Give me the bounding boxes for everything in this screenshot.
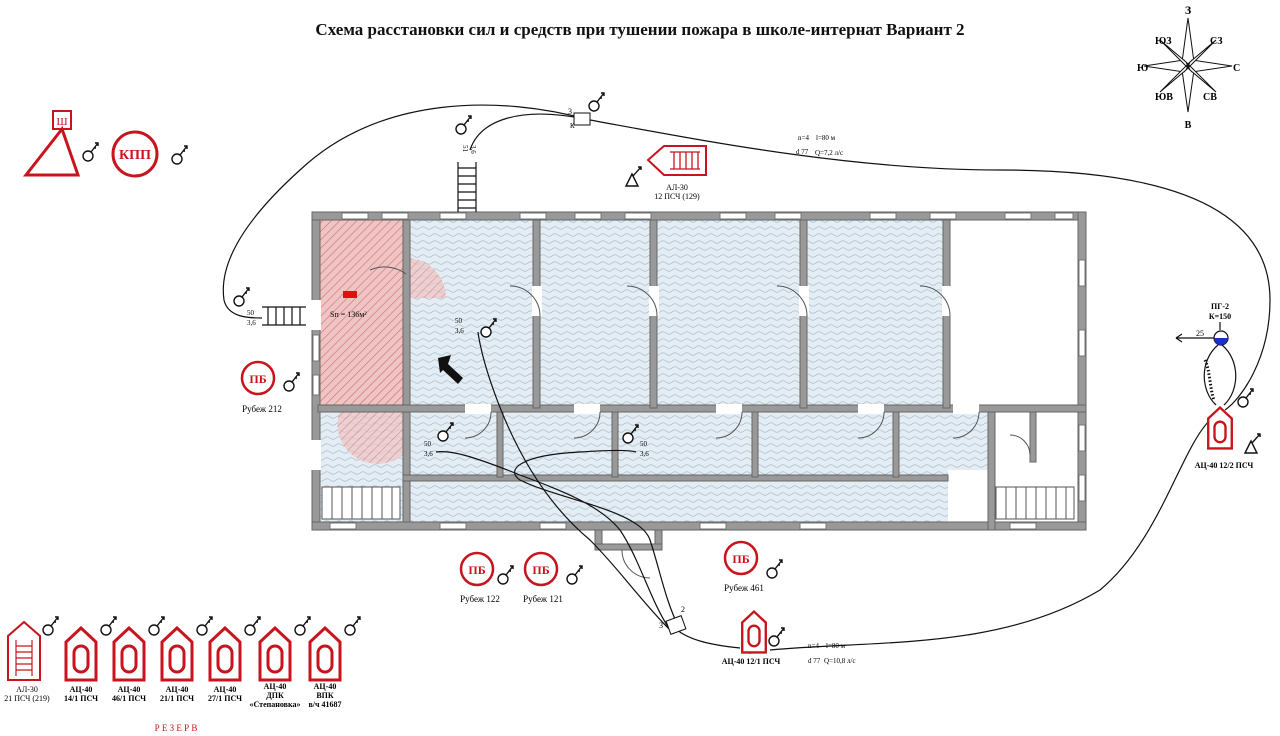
line-top-q: Q=7,2 л/с xyxy=(815,149,843,157)
reserve-unit-21-1: АЦ-40 21/1 ПСЧ xyxy=(160,616,213,703)
nozzle-c-a: 50 xyxy=(455,317,463,325)
hydrant-label-1: ПГ-2 xyxy=(1211,302,1229,311)
nozzle-e-a: 50 xyxy=(640,440,648,448)
compass-w: Ю xyxy=(1137,63,1148,74)
nozzle-left-b: 3,6 xyxy=(247,319,256,327)
hq-symbol: Ш xyxy=(22,110,99,177)
attack-direction-arrow xyxy=(438,355,463,384)
pb-rubezh-121: ПБ Рубеж 121 xyxy=(523,551,563,604)
reserve-1-l1: АЦ-40 xyxy=(70,685,93,694)
reserve-0-l2: 21 ПСЧ (219) xyxy=(4,694,50,703)
hydrant-label-2: К=150 xyxy=(1209,312,1231,321)
reserve-unit-al30: АЛ-30 21 ПСЧ (219) xyxy=(4,616,59,703)
outside-ladder-top xyxy=(457,162,477,212)
reserve-1-l2: 14/1 ПСЧ xyxy=(64,694,98,703)
compass-s: В xyxy=(1185,120,1192,131)
hose-top-b: 3,6 xyxy=(469,145,477,154)
reserve-4-l2: 27/1 ПСЧ xyxy=(208,694,242,703)
compass-ne: СЗ xyxy=(1210,36,1223,47)
reserve-5-l2: ДПК xyxy=(266,691,284,700)
reserve-unit-27-1: АЦ-40 27/1 ПСЧ xyxy=(208,616,261,703)
hq-radio-icon xyxy=(82,142,99,162)
hose-lines xyxy=(222,104,1271,651)
reserve-6-l1: АЦ-40 xyxy=(314,682,337,691)
suction-hose xyxy=(1203,344,1237,406)
compass-e: С xyxy=(1233,63,1240,74)
reserve-0-l1: АЛ-30 xyxy=(16,685,38,694)
hydrant-pg2: ПГ-2 К=150 25 xyxy=(1175,302,1231,346)
pb-121-caption: Рубеж 121 xyxy=(523,594,563,604)
pb-122-caption: Рубеж 122 xyxy=(460,594,500,604)
compass-nw: ЮЗ xyxy=(1155,36,1172,47)
reserve-2-l2: 46/1 ПСЧ xyxy=(112,694,146,703)
pb-461-caption: Рубеж 461 xyxy=(724,583,764,593)
splitter-top-number: 3 xyxy=(568,107,572,116)
ladder-top-line1: АЛ-30 xyxy=(666,183,688,192)
hose-top-a: 51 xyxy=(461,145,469,153)
pb-122-label: ПБ xyxy=(468,563,485,577)
ladder-truck-al30-top: АЛ-30 12 ПСЧ (129) xyxy=(625,145,707,201)
reserve-3-l1: АЦ-40 xyxy=(166,685,189,694)
hq-label: Ш xyxy=(56,116,67,128)
reserve-6-l2: ВПК xyxy=(316,691,334,700)
nozzle-c-b: 3,6 xyxy=(455,327,464,335)
reserve-5-l3: «Степановка» xyxy=(250,700,301,709)
engine-ac40-12-1: АЦ-40 12/1 ПСЧ xyxy=(722,610,781,666)
reserve-unit-46-1: АЦ-40 46/1 ПСЧ xyxy=(112,616,165,703)
nozzle-d-b: 3,6 xyxy=(424,450,433,458)
reserve-title: Р Е З Е Р В xyxy=(155,723,198,733)
compass-rose: З СЗ С СВ В ЮВ Ю ЮЗ xyxy=(1137,3,1240,131)
pb-121-label: ПБ xyxy=(532,563,549,577)
line-bottom-q: Q=10,8 л/с xyxy=(824,657,856,665)
compass-sw: ЮВ xyxy=(1155,92,1173,103)
pb-212-label: ПБ xyxy=(249,372,266,386)
line-top-l: l=80 м xyxy=(816,134,836,142)
splitter-bottom-b: 2 xyxy=(681,605,685,614)
compass-se: СВ xyxy=(1203,92,1217,103)
splitter-bottom-a: 3 xyxy=(659,621,663,630)
building-plan: Sп = 136м² xyxy=(311,211,1087,579)
reserve-5-l1: АЦ-40 xyxy=(264,682,287,691)
ladder-top-line2: 12 ПСЧ (129) xyxy=(654,192,700,201)
reserve-4-l1: АЦ-40 xyxy=(214,685,237,694)
pb-rubezh-212: ПБ Рубеж 212 xyxy=(240,360,282,414)
reserve-3-l2: 21/1 ПСЧ xyxy=(160,694,194,703)
engine-right-label: АЦ-40 12/2 ПСЧ xyxy=(1195,461,1254,470)
hydrant-flow: 25 xyxy=(1196,329,1204,338)
line-bottom-n: n=4 xyxy=(808,642,819,650)
compass-n: З xyxy=(1185,3,1191,17)
reserve-unit-14-1: АЦ-40 14/1 ПСЧ xyxy=(64,616,117,703)
pb-rubezh-122: ПБ Рубеж 122 xyxy=(459,551,500,604)
engine-bottom-label: АЦ-40 12/1 ПСЧ xyxy=(722,657,781,666)
fire-source-icon xyxy=(343,291,357,298)
fire-area-label: Sп = 136м² xyxy=(330,310,367,319)
reserve-group: АЛ-30 21 ПСЧ (219) АЦ-40 14/1 ПСЧ АЦ-40 … xyxy=(4,616,361,733)
kpp-symbol: КПП xyxy=(111,130,188,178)
engine-ac40-12-2: АЦ-40 12/2 ПСЧ xyxy=(1195,406,1254,470)
outside-ladder-left xyxy=(262,306,306,326)
kpp-radio-icon xyxy=(171,145,188,165)
nozzle-d-a: 50 xyxy=(424,440,432,448)
nozzle-left-a: 50 xyxy=(247,309,255,317)
reserve-unit-dpk: АЦ-40 ДПК «Степановка» xyxy=(250,616,311,709)
pb-461-label: ПБ xyxy=(732,552,749,566)
branch-splitter-bottom: 3 2 xyxy=(659,605,687,635)
line-bottom-l: l=80 м xyxy=(826,642,846,650)
reserve-2-l1: АЦ-40 xyxy=(118,685,141,694)
line-top-d: d 77 xyxy=(796,148,809,156)
branch-splitter-top: 3 К xyxy=(568,107,591,130)
line-top-n: n=4 xyxy=(798,134,809,142)
pb-212-caption: Рубеж 212 xyxy=(242,404,282,414)
line-bottom-d: d 77 xyxy=(808,657,821,665)
reserve-unit-vpk: АЦ-40 ВПК в/ч 41687 xyxy=(308,616,361,709)
nozzle-e-b: 3,6 xyxy=(640,450,649,458)
splitter-top-k: К xyxy=(570,122,575,130)
kpp-label: КПП xyxy=(119,148,151,163)
page-title: Схема расстановки сил и средств при туше… xyxy=(315,20,965,39)
fire-zone xyxy=(318,220,406,410)
pb-rubezh-461: ПБ Рубеж 461 xyxy=(723,540,764,593)
reserve-6-l3: в/ч 41687 xyxy=(308,700,341,709)
